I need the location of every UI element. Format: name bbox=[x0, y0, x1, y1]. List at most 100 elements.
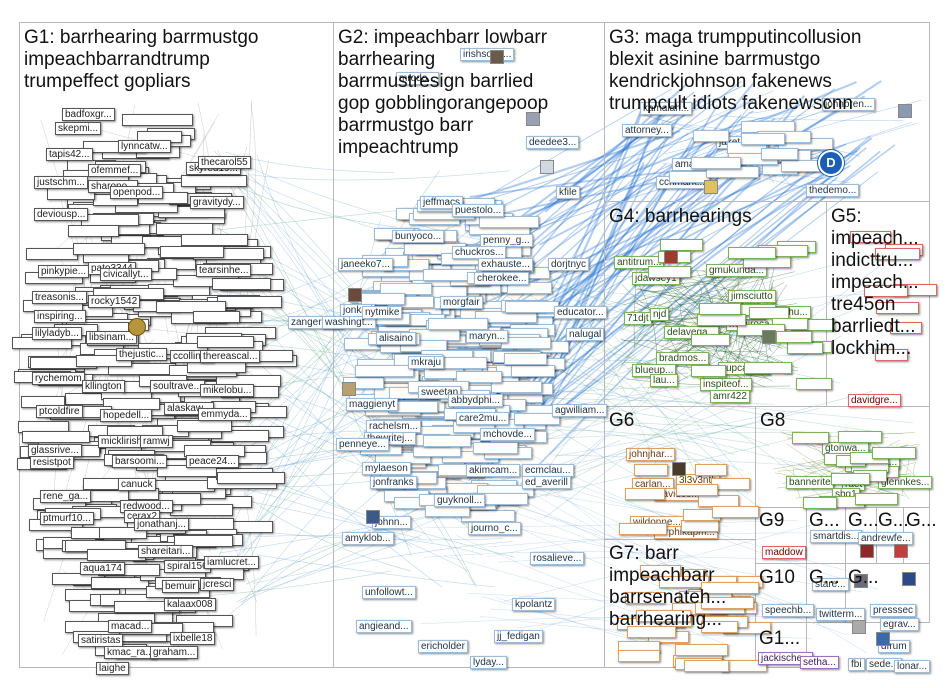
account-node[interactable]: iamlucret... bbox=[204, 556, 259, 569]
account-node-collapsed[interactable] bbox=[174, 535, 233, 547]
account-node[interactable]: ericholder bbox=[418, 640, 468, 653]
account-node-collapsed[interactable] bbox=[744, 362, 792, 374]
account-node[interactable]: barsoomi... bbox=[112, 455, 168, 468]
account-node[interactable]: thejustic... bbox=[116, 348, 168, 361]
account-node[interactable]: mchovde... bbox=[480, 428, 535, 441]
account-node[interactable]: angieand... bbox=[356, 620, 412, 633]
account-node[interactable]: bemuir bbox=[162, 580, 199, 593]
account-node-collapsed[interactable] bbox=[181, 234, 248, 246]
account-node[interactable]: lynncatw... bbox=[118, 140, 171, 153]
account-node[interactable]: kllington bbox=[82, 380, 125, 393]
account-node[interactable]: inspiring... bbox=[34, 310, 86, 323]
account-node-collapsed[interactable] bbox=[648, 266, 691, 278]
account-node[interactable]: kalaax008 bbox=[164, 598, 216, 611]
portrait-icon[interactable] bbox=[490, 50, 504, 64]
account-node[interactable]: jimsciutto bbox=[728, 290, 776, 303]
account-node-collapsed[interactable] bbox=[701, 597, 754, 609]
account-node[interactable]: libsinam... bbox=[86, 331, 138, 344]
account-node[interactable]: educator... bbox=[554, 306, 607, 319]
account-node[interactable]: antitrum... bbox=[614, 256, 665, 269]
account-node[interactable]: penny_g... bbox=[480, 234, 533, 247]
account-node[interactable]: lyday... bbox=[470, 656, 507, 669]
account-node-collapsed[interactable] bbox=[193, 311, 240, 323]
account-node-collapsed[interactable] bbox=[776, 331, 812, 343]
account-node-collapsed[interactable] bbox=[761, 148, 798, 160]
account-node-collapsed[interactable] bbox=[380, 283, 432, 295]
account-node[interactable]: puestolo... bbox=[452, 204, 505, 217]
account-node[interactable]: johnbren... bbox=[822, 98, 876, 111]
account-node-collapsed[interactable] bbox=[511, 365, 555, 377]
portrait-icon[interactable] bbox=[876, 632, 890, 646]
account-node-collapsed[interactable] bbox=[73, 243, 145, 255]
account-node[interactable]: deedee3... bbox=[526, 136, 580, 149]
account-node-collapsed[interactable] bbox=[697, 314, 746, 326]
account-node-collapsed[interactable] bbox=[505, 301, 559, 313]
account-node-collapsed[interactable] bbox=[681, 520, 719, 532]
account-node-collapsed[interactable] bbox=[156, 301, 226, 313]
account-node[interactable]: peace24... bbox=[186, 455, 239, 468]
account-node-collapsed[interactable] bbox=[676, 484, 718, 496]
account-node-collapsed[interactable] bbox=[803, 497, 837, 509]
account-node-collapsed[interactable] bbox=[728, 247, 776, 259]
account-node[interactable]: nytmike bbox=[362, 306, 403, 319]
account-node-collapsed[interactable] bbox=[876, 302, 919, 314]
account-node-collapsed[interactable] bbox=[712, 506, 759, 518]
portrait-icon[interactable] bbox=[366, 510, 380, 524]
account-node[interactable]: glennkes... bbox=[878, 476, 933, 489]
account-node[interactable]: lilyladyb... bbox=[32, 327, 82, 340]
account-node[interactable]: abbydphi... bbox=[448, 394, 503, 407]
account-node[interactable]: amyklob... bbox=[342, 532, 394, 545]
account-node[interactable]: gravitydy... bbox=[190, 196, 244, 209]
account-node-collapsed[interactable] bbox=[68, 225, 119, 237]
portrait-icon[interactable] bbox=[664, 250, 678, 264]
account-node[interactable]: maddow bbox=[762, 546, 806, 559]
account-node-collapsed[interactable] bbox=[181, 175, 247, 187]
account-node[interactable]: andrewfe... bbox=[858, 532, 914, 545]
account-node-collapsed[interactable] bbox=[507, 282, 552, 294]
account-node[interactable]: ramwj bbox=[140, 435, 173, 448]
account-node[interactable]: soultrave... bbox=[150, 380, 205, 393]
portrait-icon[interactable] bbox=[348, 288, 362, 302]
portrait-icon[interactable] bbox=[704, 180, 718, 194]
account-node-collapsed[interactable] bbox=[177, 420, 232, 432]
account-node[interactable]: journo_c... bbox=[468, 522, 521, 535]
account-node[interactable]: thedemo... bbox=[806, 184, 860, 197]
account-node-collapsed[interactable] bbox=[691, 157, 741, 169]
account-node[interactable]: jonathanj... bbox=[134, 518, 189, 531]
account-node[interactable]: aqua174 bbox=[80, 562, 125, 575]
portrait-icon[interactable] bbox=[540, 160, 554, 174]
account-node[interactable]: tearsinhe... bbox=[196, 264, 252, 277]
account-node[interactable]: canuck bbox=[118, 478, 156, 491]
account-node-collapsed[interactable] bbox=[217, 296, 282, 308]
account-node-collapsed[interactable] bbox=[864, 285, 908, 297]
account-node[interactable]: attorney... bbox=[622, 124, 672, 137]
account-node[interactable]: rocky1542 bbox=[88, 295, 141, 308]
portrait-icon[interactable] bbox=[672, 462, 686, 476]
account-node[interactable]: twitterm... bbox=[816, 608, 866, 621]
portrait-icon[interactable] bbox=[852, 620, 866, 634]
account-node[interactable]: morgfair bbox=[440, 296, 483, 309]
account-node[interactable]: mkraju bbox=[408, 356, 445, 369]
account-node[interactable]: emmyda... bbox=[198, 408, 251, 421]
account-node[interactable]: care2mu... bbox=[456, 412, 510, 425]
account-node[interactable]: deviousp... bbox=[34, 208, 89, 221]
account-node-collapsed[interactable] bbox=[355, 365, 414, 377]
account-node[interactable]: unfollowt... bbox=[362, 586, 416, 599]
portrait-icon[interactable] bbox=[762, 330, 776, 344]
account-node[interactable]: maryn... bbox=[466, 330, 509, 343]
account-node-collapsed[interactable] bbox=[456, 371, 502, 383]
account-node[interactable]: thecarol55 bbox=[198, 156, 251, 169]
account-node[interactable]: egrav... bbox=[880, 618, 919, 631]
account-node-collapsed[interactable] bbox=[473, 442, 518, 454]
account-node[interactable]: bradmos... bbox=[656, 352, 710, 365]
account-node-collapsed[interactable] bbox=[619, 523, 667, 535]
account-node[interactable]: kmac_ra... bbox=[104, 646, 157, 659]
account-node[interactable]: kpolantz bbox=[512, 598, 556, 611]
account-node-collapsed[interactable] bbox=[491, 381, 542, 393]
portrait-icon[interactable] bbox=[854, 574, 868, 588]
account-node[interactable]: setha... bbox=[800, 656, 839, 669]
account-node[interactable]: dorjtnyc bbox=[548, 258, 590, 271]
account-node[interactable]: mikelobu... bbox=[200, 384, 255, 397]
account-node[interactable]: mylaeson bbox=[362, 462, 411, 475]
account-node[interactable]: pinkypie... bbox=[38, 265, 90, 278]
